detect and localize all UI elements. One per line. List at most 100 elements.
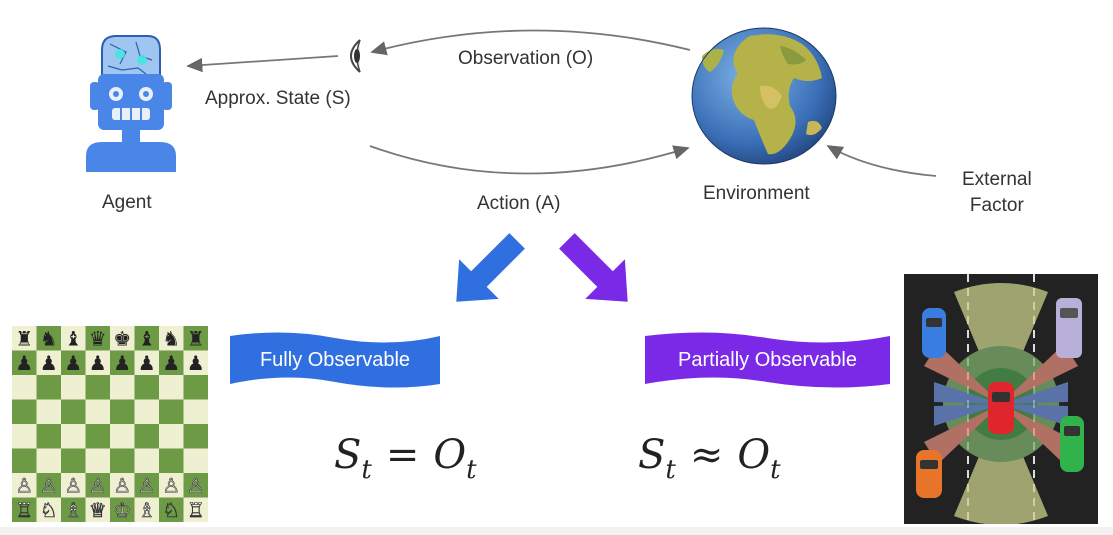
eq2-rhs: O	[737, 432, 771, 478]
eq2-lhs-sub: t	[665, 455, 676, 485]
chess-piece: ♗	[64, 498, 82, 522]
chess-square	[12, 375, 37, 400]
chess-square	[85, 448, 110, 473]
chess-piece: ♟	[187, 351, 205, 375]
agent-figure	[80, 30, 180, 175]
chess-square	[85, 350, 110, 375]
chess-square	[183, 448, 208, 473]
external-factor-line1: External	[962, 169, 1032, 190]
chess-square	[61, 473, 86, 498]
chessboard: ♜♞♝♛♚♝♞♜♟♟♟♟♟♟♟♟♙♙♙♙♙♙♙♙♖♘♗♕♔♗♘♖	[12, 326, 208, 522]
chess-square	[85, 399, 110, 424]
chess-piece: ♘	[162, 498, 180, 522]
state-arrow	[186, 55, 339, 73]
eq1-rhs: O	[433, 432, 467, 478]
chess-piece: ♖	[15, 498, 33, 522]
external-factor-label: External Factor	[962, 167, 1032, 219]
chess-square	[12, 497, 37, 522]
chess-piece: ♙	[40, 474, 58, 498]
chess-square	[85, 326, 110, 351]
chess-square	[159, 350, 184, 375]
eq1-lhs-sub: t	[361, 455, 372, 485]
chess-square	[12, 326, 37, 351]
chess-square	[110, 326, 135, 351]
chess-square	[12, 399, 37, 424]
chess-square	[110, 497, 135, 522]
eq2-op: ≈	[689, 432, 724, 478]
chess-piece: ♟	[15, 351, 33, 375]
chess-piece: ♘	[40, 498, 58, 522]
chess-square	[61, 424, 86, 449]
chess-piece: ♝	[64, 327, 82, 351]
chessboard-icon: ♜♞♝♛♚♝♞♜♟♟♟♟♟♟♟♟♙♙♙♙♙♙♙♙♖♘♗♕♔♗♘♖	[12, 326, 208, 522]
chess-piece: ♟	[113, 351, 131, 375]
bottom-edge	[0, 527, 1113, 535]
chess-square	[12, 424, 37, 449]
chess-square	[12, 448, 37, 473]
chess-square	[183, 326, 208, 351]
chess-piece: ♖	[187, 498, 205, 522]
chess-square	[61, 350, 86, 375]
observation-label: Observation (O)	[458, 48, 594, 69]
chess-square	[85, 473, 110, 498]
chess-square	[159, 497, 184, 522]
globe-icon	[691, 27, 837, 165]
eq2-rhs-sub: t	[770, 455, 781, 485]
chess-piece: ♙	[15, 474, 33, 498]
chess-square	[159, 473, 184, 498]
chess-square	[12, 473, 37, 498]
chess-square	[183, 497, 208, 522]
chess-piece: ♞	[162, 327, 180, 351]
chess-square	[134, 375, 159, 400]
chess-square	[183, 375, 208, 400]
chess-square	[134, 497, 159, 522]
chess-square	[61, 497, 86, 522]
chess-square	[159, 448, 184, 473]
chess-square	[183, 473, 208, 498]
chess-square	[85, 497, 110, 522]
chess-square	[183, 350, 208, 375]
agent-label: Agent	[102, 192, 152, 213]
chess-piece: ♟	[64, 351, 82, 375]
chess-square	[36, 399, 61, 424]
eq1-rhs-sub: t	[466, 455, 477, 485]
chess-square	[134, 448, 159, 473]
chess-piece: ♟	[138, 351, 156, 375]
chess-square	[134, 399, 159, 424]
observation-arrow	[370, 29, 691, 56]
approx-state-label: Approx. State (S)	[205, 88, 351, 109]
chess-piece: ♟	[162, 351, 180, 375]
fully-observable-arrow	[456, 233, 525, 302]
chess-piece: ♙	[162, 474, 180, 498]
external-factor-arrow	[826, 145, 937, 177]
chess-square	[61, 448, 86, 473]
chess-square	[85, 375, 110, 400]
chess-piece: ♚	[113, 327, 131, 351]
chess-piece: ♛	[89, 327, 107, 351]
chess-piece: ♙	[64, 474, 82, 498]
chess-square	[134, 473, 159, 498]
chess-piece: ♙	[89, 474, 107, 498]
robot-icon	[86, 35, 176, 172]
eye-icon	[350, 39, 361, 73]
chess-piece: ♟	[89, 351, 107, 375]
fully-observable-equation: St=Ot	[334, 432, 477, 485]
chess-square	[36, 326, 61, 351]
chess-square	[110, 399, 135, 424]
chess-square	[61, 399, 86, 424]
chess-piece: ♞	[40, 327, 58, 351]
partially-observable-arrow	[559, 233, 628, 302]
chess-square	[183, 399, 208, 424]
eq1-op: =	[385, 432, 420, 478]
chess-square	[36, 473, 61, 498]
chess-square	[110, 424, 135, 449]
environment-label: Environment	[703, 183, 810, 204]
eq2-lhs: S	[638, 432, 666, 478]
chess-square	[61, 375, 86, 400]
chess-square	[159, 375, 184, 400]
chess-square	[36, 424, 61, 449]
partially-observable-equation: St ≈ Ot	[638, 432, 781, 485]
external-factor-line2: Factor	[969, 195, 1024, 216]
chess-piece: ♜	[187, 327, 205, 351]
